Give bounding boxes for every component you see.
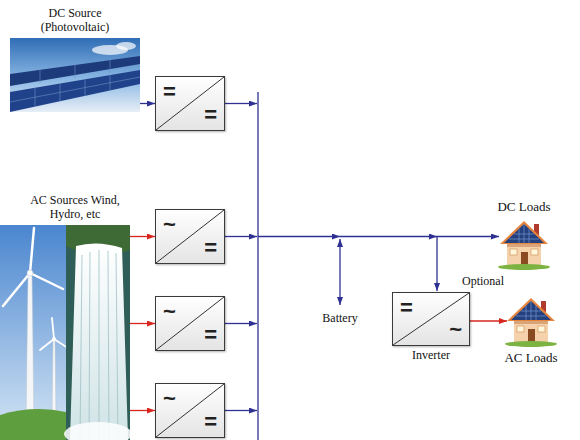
power-flow-arrow bbox=[470, 320, 507, 321]
dc-bus-wire bbox=[225, 103, 257, 104]
converter-diagonal bbox=[156, 384, 224, 437]
converter-diagonal bbox=[156, 297, 224, 350]
dc-bus-wire bbox=[437, 236, 499, 237]
wind-turbine bbox=[3, 228, 63, 306]
wind-hydro-picture bbox=[64, 422, 130, 440]
converter-box: ~= bbox=[155, 296, 225, 351]
power-flow-arrow bbox=[140, 103, 155, 104]
wind-turbine bbox=[27, 270, 33, 276]
house-icon bbox=[505, 298, 557, 347]
power-flow-arrow bbox=[130, 236, 155, 237]
dc-bus-wire bbox=[225, 236, 257, 237]
wind-hydro-picture bbox=[0, 225, 66, 440]
wind-turbine bbox=[40, 318, 66, 350]
dc-bus-wire bbox=[225, 92, 499, 440]
house-icon bbox=[498, 221, 550, 270]
converter-diagonal bbox=[393, 293, 469, 345]
source-picture: AC Sources Wind, Hydro, etc bbox=[0, 225, 130, 440]
load-label: AC Loads bbox=[504, 351, 557, 366]
source-label: DC Source (Photovoltaic) bbox=[29, 7, 121, 35]
dc-bus-wire bbox=[257, 92, 258, 440]
converter-symbol: ~ bbox=[163, 301, 176, 323]
converter-box: == bbox=[155, 76, 225, 131]
solar-panel-picture bbox=[10, 38, 140, 112]
converter-symbol: = bbox=[204, 411, 217, 433]
solar-panel-picture bbox=[10, 38, 140, 112]
dc-bus-wire bbox=[225, 410, 257, 411]
converter-symbol: = bbox=[204, 237, 217, 259]
converter-diagonal bbox=[156, 77, 224, 130]
converter-symbol: = bbox=[204, 324, 217, 346]
converter-symbol: = bbox=[400, 297, 413, 319]
wind-hydro-picture bbox=[70, 243, 128, 440]
source-label: AC Sources Wind, Hydro, etc bbox=[30, 194, 120, 222]
load-house: DC Loads bbox=[500, 218, 548, 270]
converter-box: ~= bbox=[155, 209, 225, 264]
solar-panel-picture bbox=[10, 75, 140, 107]
load-house: AC Loads bbox=[507, 295, 555, 347]
component-label: Battery bbox=[322, 312, 357, 326]
converter-diagonal bbox=[156, 210, 224, 263]
wind-turbine bbox=[0, 228, 66, 440]
power-flow-arrow bbox=[130, 410, 155, 411]
dc-bus-wire bbox=[258, 236, 340, 237]
converter-symbol: = bbox=[163, 81, 176, 103]
inverter-box: =~Inverter bbox=[392, 292, 470, 346]
dc-bus-wire bbox=[339, 239, 340, 305]
load-label: DC Loads bbox=[497, 200, 550, 215]
wind-turbine bbox=[26, 275, 34, 422]
wind-hydro-picture bbox=[66, 225, 130, 440]
source-picture: DC Source (Photovoltaic) bbox=[10, 38, 140, 112]
wind-turbine bbox=[52, 337, 56, 341]
dc-bus-wire bbox=[436, 237, 437, 292]
converter-symbol: ~ bbox=[163, 214, 176, 236]
wind-hydro-picture bbox=[0, 225, 130, 440]
converter-symbol: ~ bbox=[163, 388, 176, 410]
wind-turbine bbox=[52, 340, 56, 418]
wind-hydro-picture bbox=[80, 250, 118, 440]
converter-symbol: ~ bbox=[449, 319, 462, 341]
converter-symbol: = bbox=[204, 104, 217, 126]
block-label: Inverter bbox=[412, 349, 450, 363]
power-flow-arrow bbox=[130, 323, 155, 324]
solar-panel-picture bbox=[116, 42, 136, 50]
connector-group bbox=[130, 104, 507, 411]
dc-bus-wire bbox=[225, 323, 257, 324]
dc-bus-wire bbox=[340, 236, 437, 237]
note-label: Optional bbox=[462, 275, 504, 289]
wind-turbine bbox=[0, 409, 66, 440]
solar-panel-picture bbox=[10, 70, 140, 112]
converter-box: ~= bbox=[155, 383, 225, 438]
